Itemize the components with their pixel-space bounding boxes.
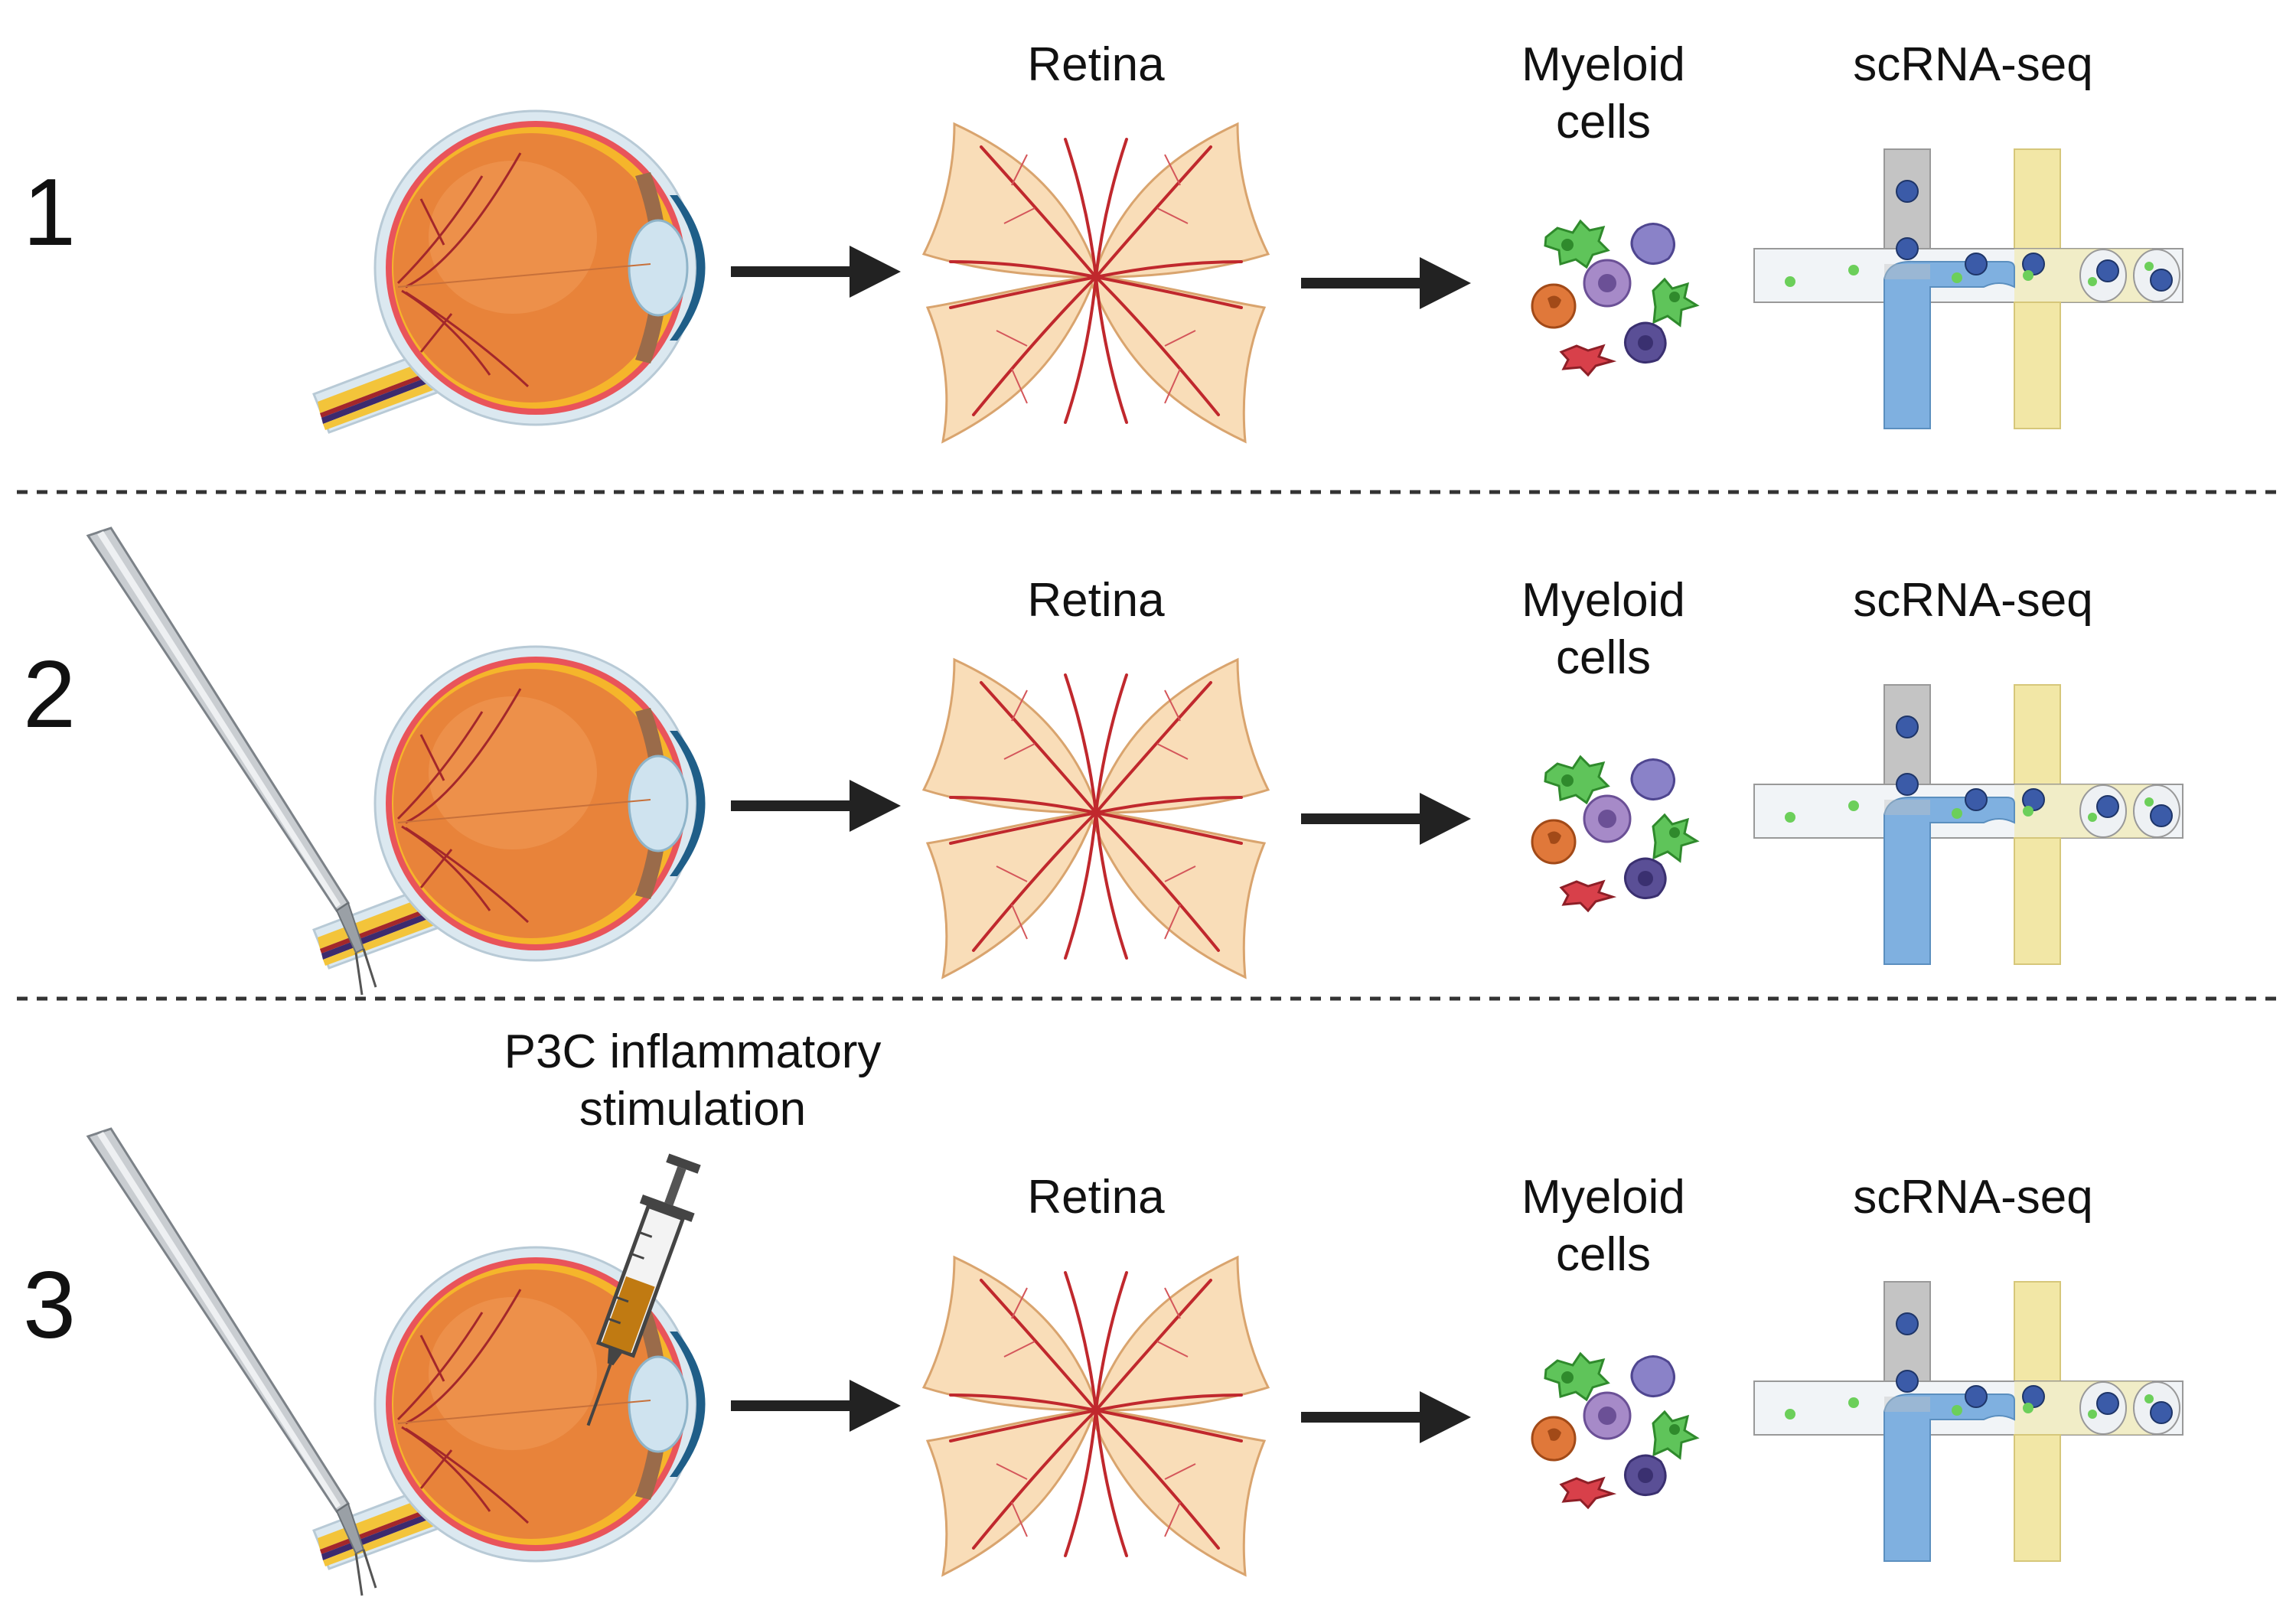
eye-icon <box>312 109 706 434</box>
microfluidic-chip-icon <box>1753 684 2183 965</box>
retina-flatmount-icon <box>922 1256 1270 1576</box>
microfluidic-chip-icon <box>1753 1281 2183 1562</box>
retina-label: Retina <box>1027 1171 1165 1224</box>
myeloid-cells-icon <box>1531 1352 1698 1509</box>
arrow-icon <box>1301 1391 1471 1443</box>
row-2: 2 Retina Myeloid cells scRNA-seq <box>23 526 2183 996</box>
myeloid-label-line2: cells <box>1556 96 1651 148</box>
myeloid-label-line1: Myeloid <box>1521 1171 1685 1224</box>
myeloid-cells-icon <box>1531 220 1698 376</box>
myeloid-label-line1: Myeloid <box>1521 38 1685 91</box>
stimulation-label-line2: stimulation <box>579 1083 806 1136</box>
arrow-icon <box>1301 257 1471 309</box>
myeloid-label-line2: cells <box>1556 1228 1651 1281</box>
retina-flatmount-icon <box>922 122 1270 443</box>
arrow-icon <box>1301 793 1471 845</box>
stimulation-label-line1: P3C inflammatory <box>504 1025 882 1078</box>
retina-label: Retina <box>1027 38 1165 91</box>
myeloid-label-line2: cells <box>1556 631 1651 684</box>
row-1: 1 Retina Myeloid cells scRNA-seq <box>23 38 2183 443</box>
retina-flatmount-icon <box>922 658 1270 979</box>
scrna-seq-label: scRNA-seq <box>1853 574 2093 627</box>
arrow-icon <box>731 780 901 832</box>
scrna-seq-label: scRNA-seq <box>1853 1171 2093 1224</box>
row-2-number: 2 <box>23 642 76 748</box>
myeloid-cells-icon <box>1531 755 1698 912</box>
row-1-number: 1 <box>23 160 76 266</box>
row-3: 3 P3C inflammatory stimulation Retina My… <box>23 1025 2183 1597</box>
arrow-icon <box>731 1380 901 1432</box>
row-3-number: 3 <box>23 1253 76 1358</box>
myeloid-label-line1: Myeloid <box>1521 574 1685 627</box>
retina-label: Retina <box>1027 574 1165 627</box>
scrna-seq-label: scRNA-seq <box>1853 38 2093 91</box>
arrow-icon <box>731 246 901 298</box>
microfluidic-chip-icon <box>1753 148 2183 429</box>
eye-icon <box>312 645 706 970</box>
